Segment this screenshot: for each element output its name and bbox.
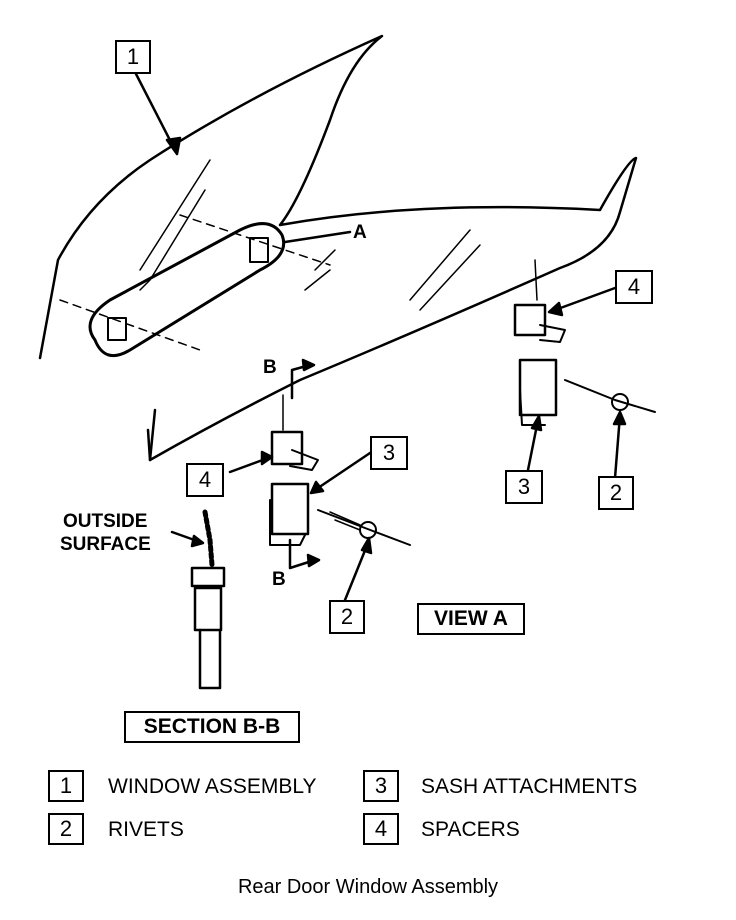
section-b-bottom-label: B <box>272 569 286 590</box>
callout-2-right: 2 <box>598 476 634 510</box>
section-b-top-label: B <box>263 357 277 378</box>
legend-text-rivets: RIVETS <box>108 818 184 841</box>
callout-4-left: 4 <box>186 463 224 497</box>
legend-text-sash-attachments: SASH ATTACHMENTS <box>421 775 638 798</box>
legend-num-4: 4 <box>363 813 399 845</box>
callout-3-center: 3 <box>370 436 408 470</box>
outside-surface-label-line1: OUTSIDE <box>63 511 148 532</box>
view-a-oval <box>88 222 286 358</box>
legend-num-3: 3 <box>363 770 399 802</box>
section-bb-title: SECTION B-B <box>124 711 300 743</box>
legend-num-2: 2 <box>48 813 84 845</box>
outside-surface-label-line2: SURFACE <box>60 534 151 555</box>
view-a-title: VIEW A <box>417 603 525 635</box>
callout-1: 1 <box>115 40 151 74</box>
callout-2-bottom: 2 <box>329 600 365 634</box>
callout-3-right: 3 <box>505 470 543 504</box>
legend-text-window-assembly: WINDOW ASSEMBLY <box>108 775 317 798</box>
window-glass <box>38 34 638 462</box>
callout-4-right: 4 <box>615 270 653 304</box>
view-a-marker-label: A <box>353 222 367 243</box>
legend-text-spacers: SPACERS <box>421 818 520 841</box>
figure-caption: Rear Door Window Assembly <box>237 876 499 898</box>
legend-num-1: 1 <box>48 770 84 802</box>
